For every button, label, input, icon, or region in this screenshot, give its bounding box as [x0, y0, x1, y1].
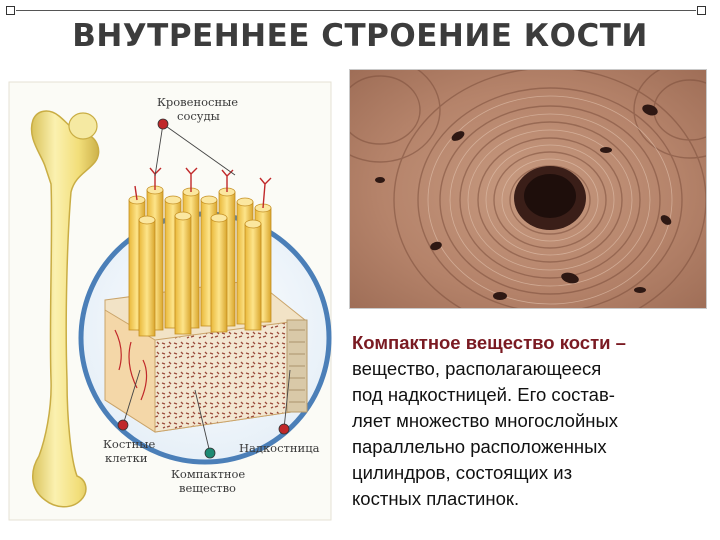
marker-cells [117, 419, 129, 431]
description-heading: Компактное вещество кости – [352, 332, 626, 353]
label-cells-line2: клетки [105, 451, 148, 465]
label-cells-line1: Костные [103, 437, 155, 451]
osteon-cylinders [128, 167, 272, 337]
bone-micrograph-photo [349, 69, 707, 309]
marker-compact [204, 447, 216, 459]
marker-periosteum [278, 423, 290, 435]
pointer-lines [122, 123, 291, 454]
slide-title: ВНУТРЕННЕЕ СТРОЕНИЕ КОСТИ [72, 18, 648, 54]
micrograph-svg [350, 70, 706, 308]
corner-box-top-left [6, 6, 15, 15]
label-periosteum: Надкостница [239, 441, 320, 455]
bone-diagram-svg: Кровеносные сосуды Костные клетки Надкос… [5, 80, 333, 522]
femur-bone [30, 110, 100, 508]
magnified-section [78, 167, 332, 465]
label-vessels-line1: Кровеносные [157, 95, 238, 109]
description-line: ляет множество многослойных [352, 410, 619, 431]
top-rule [16, 10, 696, 11]
marker-vessels [157, 118, 169, 130]
label-vessels-line2: сосуды [177, 109, 220, 123]
label-compact-line2: вещество [179, 481, 236, 495]
label-compact-line1: Компактное [171, 467, 245, 481]
bone-structure-diagram: Кровеносные сосуды Костные клетки Надкос… [5, 80, 333, 522]
corner-box-top-right [697, 6, 706, 15]
description-line: цилиндров, состоящих из [352, 462, 573, 483]
description-line: костных пластинок. [352, 488, 520, 509]
description-line: вещество, располагающееся [352, 358, 602, 379]
description-line: под надкостницей. Его состав- [352, 384, 615, 405]
description-text: Компактное вещество кости – вещество, ра… [352, 330, 702, 512]
description-line: параллельно расположенных [352, 436, 607, 457]
